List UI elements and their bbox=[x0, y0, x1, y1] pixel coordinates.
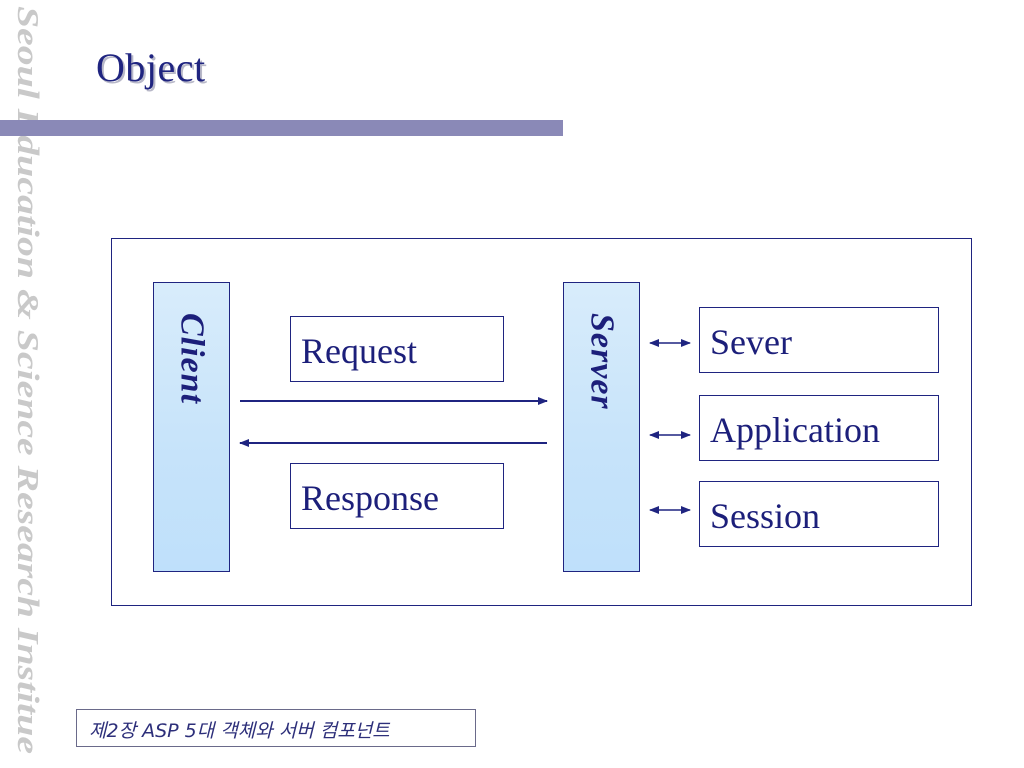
response-box: Response bbox=[290, 463, 504, 529]
object-box-sever: Sever bbox=[699, 307, 939, 373]
object-box-application: Application bbox=[699, 395, 939, 461]
client-pillar: Client bbox=[153, 282, 230, 572]
client-label: Client bbox=[173, 313, 211, 405]
server-pillar: Server bbox=[563, 282, 640, 572]
request-box: Request bbox=[290, 316, 504, 382]
page-title: Object bbox=[96, 45, 206, 90]
title-underline-bar bbox=[0, 120, 563, 136]
server-label: Server bbox=[583, 313, 621, 410]
object-box-session: Session bbox=[699, 481, 939, 547]
diagram-frame bbox=[111, 238, 972, 606]
footer-caption: 제2장 ASP 5대 객체와 서버 컴포넌트 bbox=[76, 709, 476, 747]
